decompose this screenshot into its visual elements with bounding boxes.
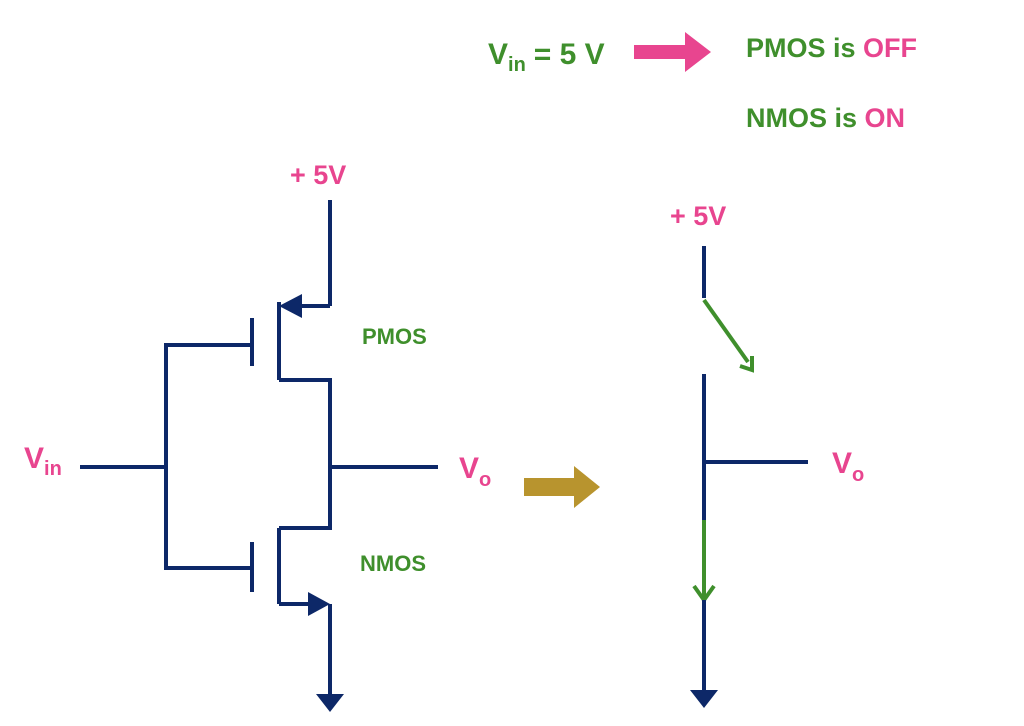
header-vin-label: Vin= 5 V — [488, 38, 605, 76]
cmos-inverter-schematic — [80, 200, 438, 694]
pmos-arrow-icon — [279, 294, 302, 318]
eq-vdd-label: + 5V — [670, 201, 726, 231]
transform-arrow-icon — [524, 466, 600, 508]
eq-vout-label: Vo — [832, 447, 864, 486]
nmos-arrow-icon — [308, 592, 330, 616]
header-arrow-icon — [634, 32, 711, 72]
eq-open-switch — [702, 298, 750, 364]
nmos-state-text: NMOS is ON — [746, 103, 905, 133]
pmos-label: PMOS — [362, 324, 427, 349]
eq-ground-arrow-icon — [690, 690, 718, 708]
vout-label: Vo — [459, 452, 491, 491]
header-condition: Vin= 5 V PMOS is OFF NMOS is ON — [488, 32, 917, 133]
switch-equivalent — [690, 246, 808, 708]
eq-switch-arrow-icon — [739, 356, 754, 373]
gate-bus-wire — [164, 343, 252, 570]
pmos-state-text: PMOS is OFF — [746, 33, 917, 63]
nmos-label: NMOS — [360, 551, 426, 576]
pmos-drain-wire — [279, 378, 332, 530]
vin-label: Vin — [24, 442, 62, 480]
ground-arrow-icon — [316, 694, 344, 712]
vdd-label: + 5V — [290, 160, 346, 190]
